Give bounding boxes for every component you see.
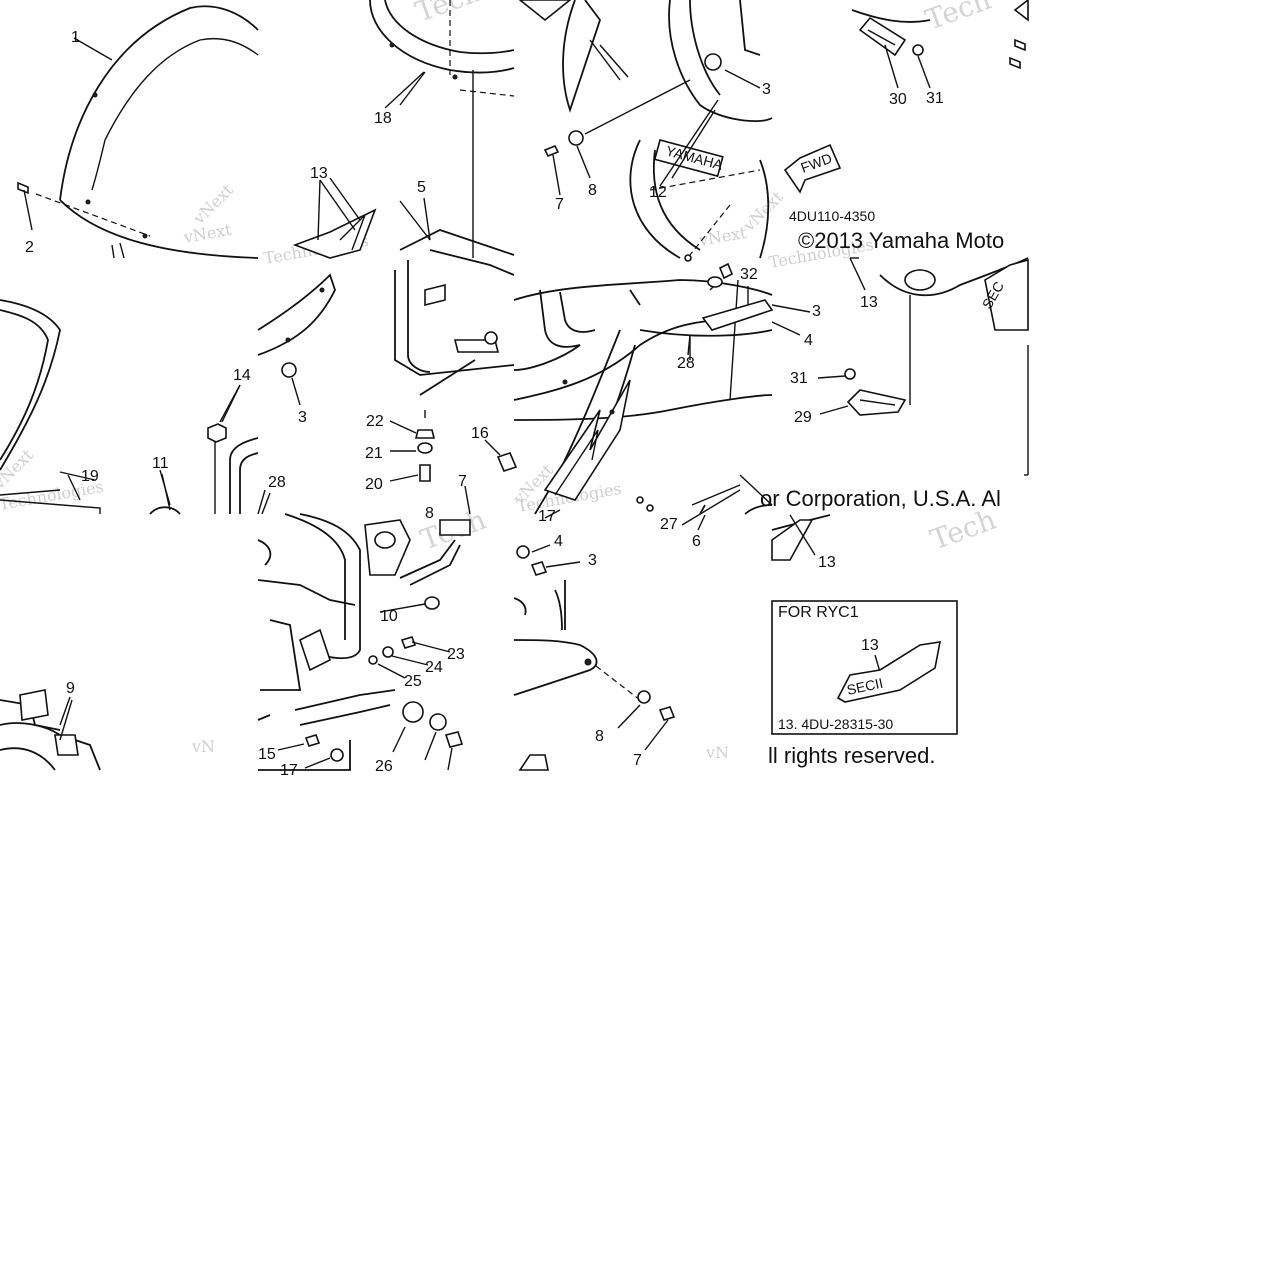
callout-31: 31 bbox=[926, 90, 944, 107]
ryc1-inset-box: FOR RYC1 13 SECII 13. 4DU-28315-30 bbox=[771, 600, 958, 735]
callout-27: 27 bbox=[660, 516, 678, 533]
lower-panel-drawing bbox=[513, 544, 676, 771]
inset-title: FOR RYC1 bbox=[778, 604, 859, 621]
mount-bracket-drawing bbox=[257, 513, 471, 771]
callout-20: 20 bbox=[365, 476, 383, 493]
callout-7: 7 bbox=[555, 196, 564, 213]
callout-28: 28 bbox=[677, 355, 695, 372]
diagram-code: 4DU110-4350 bbox=[789, 208, 875, 224]
callout-3: 3 bbox=[812, 303, 821, 320]
inset-part-number: 13. 4DU-28315-30 bbox=[778, 716, 893, 732]
watermark: vN bbox=[191, 737, 215, 756]
callout-13: 13 bbox=[860, 294, 878, 311]
callout-24: 24 bbox=[425, 659, 443, 676]
callout-7: 7 bbox=[633, 752, 642, 769]
watermark: Tech bbox=[921, 0, 995, 37]
callout-11: 11 bbox=[152, 455, 169, 472]
copyright-line-1: ©2013 Yamaha Moto bbox=[798, 228, 1004, 253]
callout-23: 23 bbox=[447, 646, 465, 663]
callout-4: 4 bbox=[804, 332, 813, 349]
callout-29: 29 bbox=[794, 409, 812, 426]
callout-14: 14 bbox=[233, 367, 251, 384]
callout-31: 31 bbox=[790, 370, 808, 387]
inset-region bbox=[771, 514, 831, 561]
front-cowl-drawing: YAMAHA bbox=[518, 0, 773, 262]
lower-bracket-drawing bbox=[0, 689, 101, 771]
callout-6: 6 bbox=[692, 533, 701, 550]
callout-3: 3 bbox=[762, 81, 771, 98]
watermark: vN bbox=[705, 743, 729, 762]
callout-15: 15 bbox=[258, 746, 276, 763]
copyright-line-3: ll rights reserved. bbox=[768, 743, 936, 768]
watermark: vNext bbox=[181, 220, 233, 247]
callout-8: 8 bbox=[588, 182, 597, 199]
side-cowl-drawing bbox=[513, 262, 773, 515]
callout-25: 25 bbox=[404, 673, 422, 690]
callout-30: 30 bbox=[889, 91, 907, 108]
windshield-drawing bbox=[17, 5, 259, 259]
side-emblem-drawing: SEC bbox=[701, 257, 1029, 476]
callout-22: 22 bbox=[366, 413, 384, 430]
callout-26: 26 bbox=[375, 758, 393, 775]
copyright-line-2: or Corporation, U.S.A. Al bbox=[760, 486, 1001, 511]
sec-emblem-icon bbox=[836, 641, 941, 703]
callout-17: 17 bbox=[280, 762, 298, 779]
callout-4: 4 bbox=[554, 533, 563, 550]
callout-13: 13 bbox=[818, 554, 836, 571]
callout-8: 8 bbox=[595, 728, 604, 745]
callout-21: 21 bbox=[365, 445, 383, 462]
callout-28: 28 bbox=[268, 474, 286, 491]
callout-12: 12 bbox=[649, 184, 667, 201]
watermark: Tech bbox=[411, 0, 485, 29]
callout-16: 16 bbox=[471, 425, 489, 442]
callout-18: 18 bbox=[374, 110, 392, 127]
inset-emblem-text: SECII bbox=[845, 675, 884, 698]
screen-lower-drawing bbox=[0, 299, 266, 515]
inner-frame-drawing bbox=[257, 197, 518, 515]
callout-5: 5 bbox=[417, 179, 426, 196]
callout-10: 10 bbox=[380, 608, 398, 625]
callout-2: 2 bbox=[25, 239, 34, 256]
callout-1: 1 bbox=[71, 29, 80, 46]
leader-lines bbox=[59, 44, 859, 741]
callout-3: 3 bbox=[298, 409, 307, 426]
callout-9: 9 bbox=[66, 680, 75, 697]
callout-labels: 1 2 3 3 3 3 4 4 5 6 7 7 7 8 8 8 9 10 11 … bbox=[25, 29, 944, 779]
emblem-drawing: FWD bbox=[783, 0, 1029, 194]
callout-19: 19 bbox=[81, 468, 99, 485]
callout-7: 7 bbox=[458, 473, 467, 490]
callout-8: 8 bbox=[425, 505, 434, 522]
upper-cowling-drawing bbox=[292, 0, 515, 259]
watermark: vNext bbox=[739, 187, 787, 235]
inset-callout: 13 bbox=[861, 637, 879, 654]
callout-13: 13 bbox=[310, 165, 328, 182]
callout-32: 32 bbox=[740, 266, 758, 283]
callout-3: 3 bbox=[588, 552, 597, 569]
